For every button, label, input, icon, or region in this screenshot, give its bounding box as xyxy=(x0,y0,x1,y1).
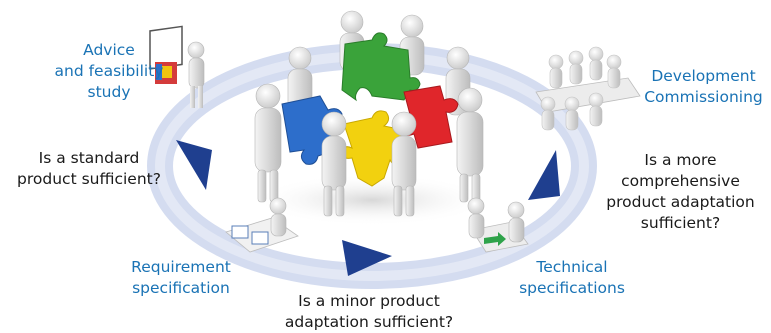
cycle-arrow-left xyxy=(176,140,212,190)
stage-advice-line1: Advice xyxy=(83,41,135,59)
stage-advice-line2: and feasibility xyxy=(54,62,164,80)
stage-technical-label: Technical specifications xyxy=(502,257,642,299)
question-comprehensive-line4: sufficient? xyxy=(640,214,721,232)
question-minor-line1: Is a minor product xyxy=(298,292,440,310)
document-review-icon xyxy=(225,197,299,253)
stage-technical-line1: Technical xyxy=(536,258,608,276)
stage-technical-line2: specifications xyxy=(519,279,625,297)
question-standard-line2: product sufficient? xyxy=(17,170,161,188)
cycle-arrow-bottom xyxy=(342,240,392,276)
stage-requirement-label: Requirement specification xyxy=(116,257,246,299)
question-comprehensive-line2: comprehensive xyxy=(621,172,740,190)
puzzle-team-icon xyxy=(252,10,492,226)
stage-requirement-line2: specification xyxy=(132,279,230,297)
stage-advice-line3: study xyxy=(87,83,131,101)
question-standard-line1: Is a standard xyxy=(38,149,140,167)
technical-discussion-icon xyxy=(467,197,529,253)
question-comprehensive-line3: product adaptation xyxy=(606,193,755,211)
stage-development-line2: Commissioning xyxy=(644,88,763,106)
question-minor-line2: adaptation sufficient? xyxy=(284,313,454,331)
stage-advice-label: Advice and feasibility study xyxy=(44,40,174,103)
question-minor: Is a minor product adaptation sufficient… xyxy=(260,291,478,333)
question-comprehensive-line1: Is a more xyxy=(644,151,717,169)
team-meeting-icon xyxy=(535,46,641,131)
stage-requirement-line1: Requirement xyxy=(131,258,231,276)
stage-development-label: Development Commissioning xyxy=(636,66,771,108)
green-puzzle-piece xyxy=(341,32,421,102)
question-standard: Is a standard product sufficient? xyxy=(0,148,178,190)
cycle-arrow-right xyxy=(528,150,560,200)
stage-development-line1: Development xyxy=(651,67,756,85)
presentation-board-icon xyxy=(149,25,205,108)
question-comprehensive: Is a more comprehensive product adaptati… xyxy=(590,150,771,234)
